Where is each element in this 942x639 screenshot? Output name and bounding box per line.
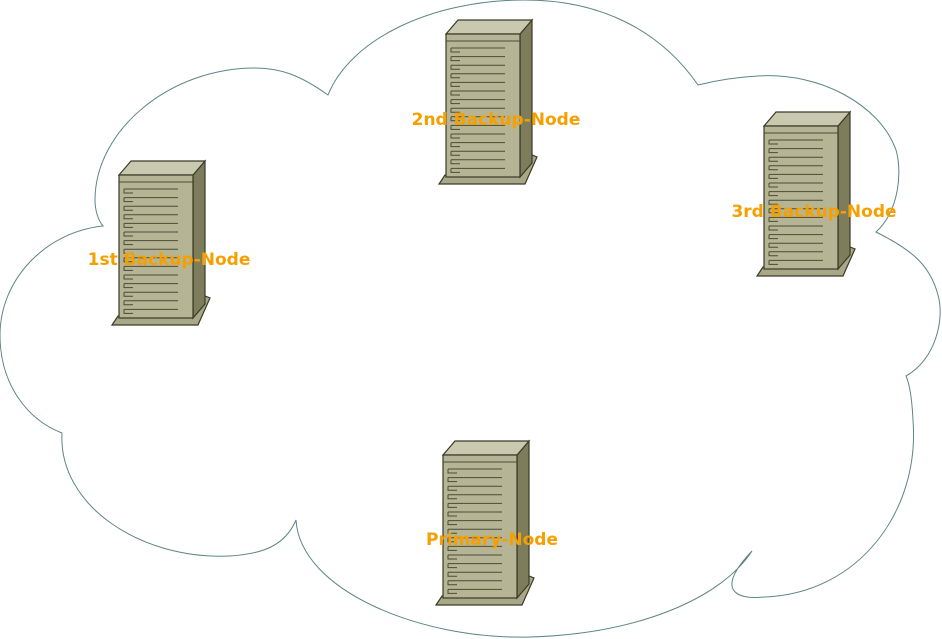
drive-slot: [447, 545, 502, 551]
backup-node-3-label: 3rd Backup-Node: [731, 202, 896, 222]
drive-slot: [768, 199, 823, 205]
drive-slot: [768, 216, 823, 222]
server-top: [762, 111, 852, 127]
drive-slot: [123, 197, 178, 203]
drive-slot: [123, 300, 178, 306]
drive-slot: [123, 265, 178, 271]
drive-slot: [450, 142, 505, 148]
drive-slot: [768, 182, 823, 188]
drive-slot: [450, 64, 505, 70]
drive-slot: [450, 99, 505, 105]
drive-slot: [447, 588, 502, 594]
drive-slot: [447, 468, 502, 474]
drive-slot: [450, 124, 505, 130]
drive-slot: [768, 251, 823, 257]
drive-slot: [447, 528, 502, 534]
drive-slot: [768, 259, 823, 265]
drive-slot: [768, 234, 823, 240]
drive-slot: [123, 240, 178, 246]
drive-slot: [450, 73, 505, 79]
drive-slot: [450, 47, 505, 53]
drive-slot: [450, 107, 505, 113]
server-front: [445, 33, 521, 178]
drive-slot: [447, 511, 502, 517]
drive-slot: [447, 554, 502, 560]
drive-slot: [123, 308, 178, 314]
drive-slot: [123, 214, 178, 220]
drive-slot: [447, 494, 502, 500]
drive-slot: [123, 248, 178, 254]
drive-slot: [447, 485, 502, 491]
backup-node-2-label: 2nd Backup-Node: [412, 110, 581, 130]
drive-slot: [768, 173, 823, 179]
server-top: [444, 19, 534, 35]
drive-slot: [768, 242, 823, 248]
server-front: [763, 125, 839, 270]
drive-slot: [447, 477, 502, 483]
drive-slot: [768, 208, 823, 214]
drive-slot: [450, 116, 505, 122]
drive-slot: [450, 133, 505, 139]
drive-slot: [447, 571, 502, 577]
server-side: [837, 110, 851, 271]
drive-slot: [123, 283, 178, 289]
server-front: [118, 174, 194, 319]
drive-slot: [123, 231, 178, 237]
drive-slot: [768, 156, 823, 162]
drive-slot: [768, 225, 823, 231]
drive-slot: [768, 191, 823, 197]
drive-slot: [768, 148, 823, 154]
server-side: [519, 18, 533, 179]
server-top: [441, 440, 531, 456]
drive-slot: [450, 167, 505, 173]
drive-slot: [450, 90, 505, 96]
drive-slot: [450, 81, 505, 87]
drive-slot: [450, 159, 505, 165]
server-side: [516, 439, 530, 600]
server-tower-icon: [434, 439, 535, 606]
drive-slot: [768, 139, 823, 145]
server-side: [192, 159, 206, 320]
drive-slot: [123, 222, 178, 228]
server-tower-icon: [110, 159, 211, 326]
drive-slot: [123, 257, 178, 263]
drive-slot: [447, 502, 502, 508]
drive-slot: [123, 205, 178, 211]
server-tower-icon: [437, 18, 538, 185]
drive-slot: [447, 537, 502, 543]
server-top: [117, 160, 207, 176]
drive-slot: [447, 520, 502, 526]
drive-slot: [768, 165, 823, 171]
drive-slot: [450, 150, 505, 156]
server-front: [442, 454, 518, 599]
drive-slot: [123, 188, 178, 194]
drive-slot: [123, 274, 178, 280]
drive-slot: [123, 291, 178, 297]
primary-node-label: Primary-Node: [426, 530, 558, 550]
drive-slot: [447, 580, 502, 586]
drive-slot: [450, 56, 505, 62]
drive-slot: [447, 563, 502, 569]
backup-node-1-label: 1st Backup-Node: [88, 250, 251, 270]
server-tower-icon: [755, 110, 856, 277]
